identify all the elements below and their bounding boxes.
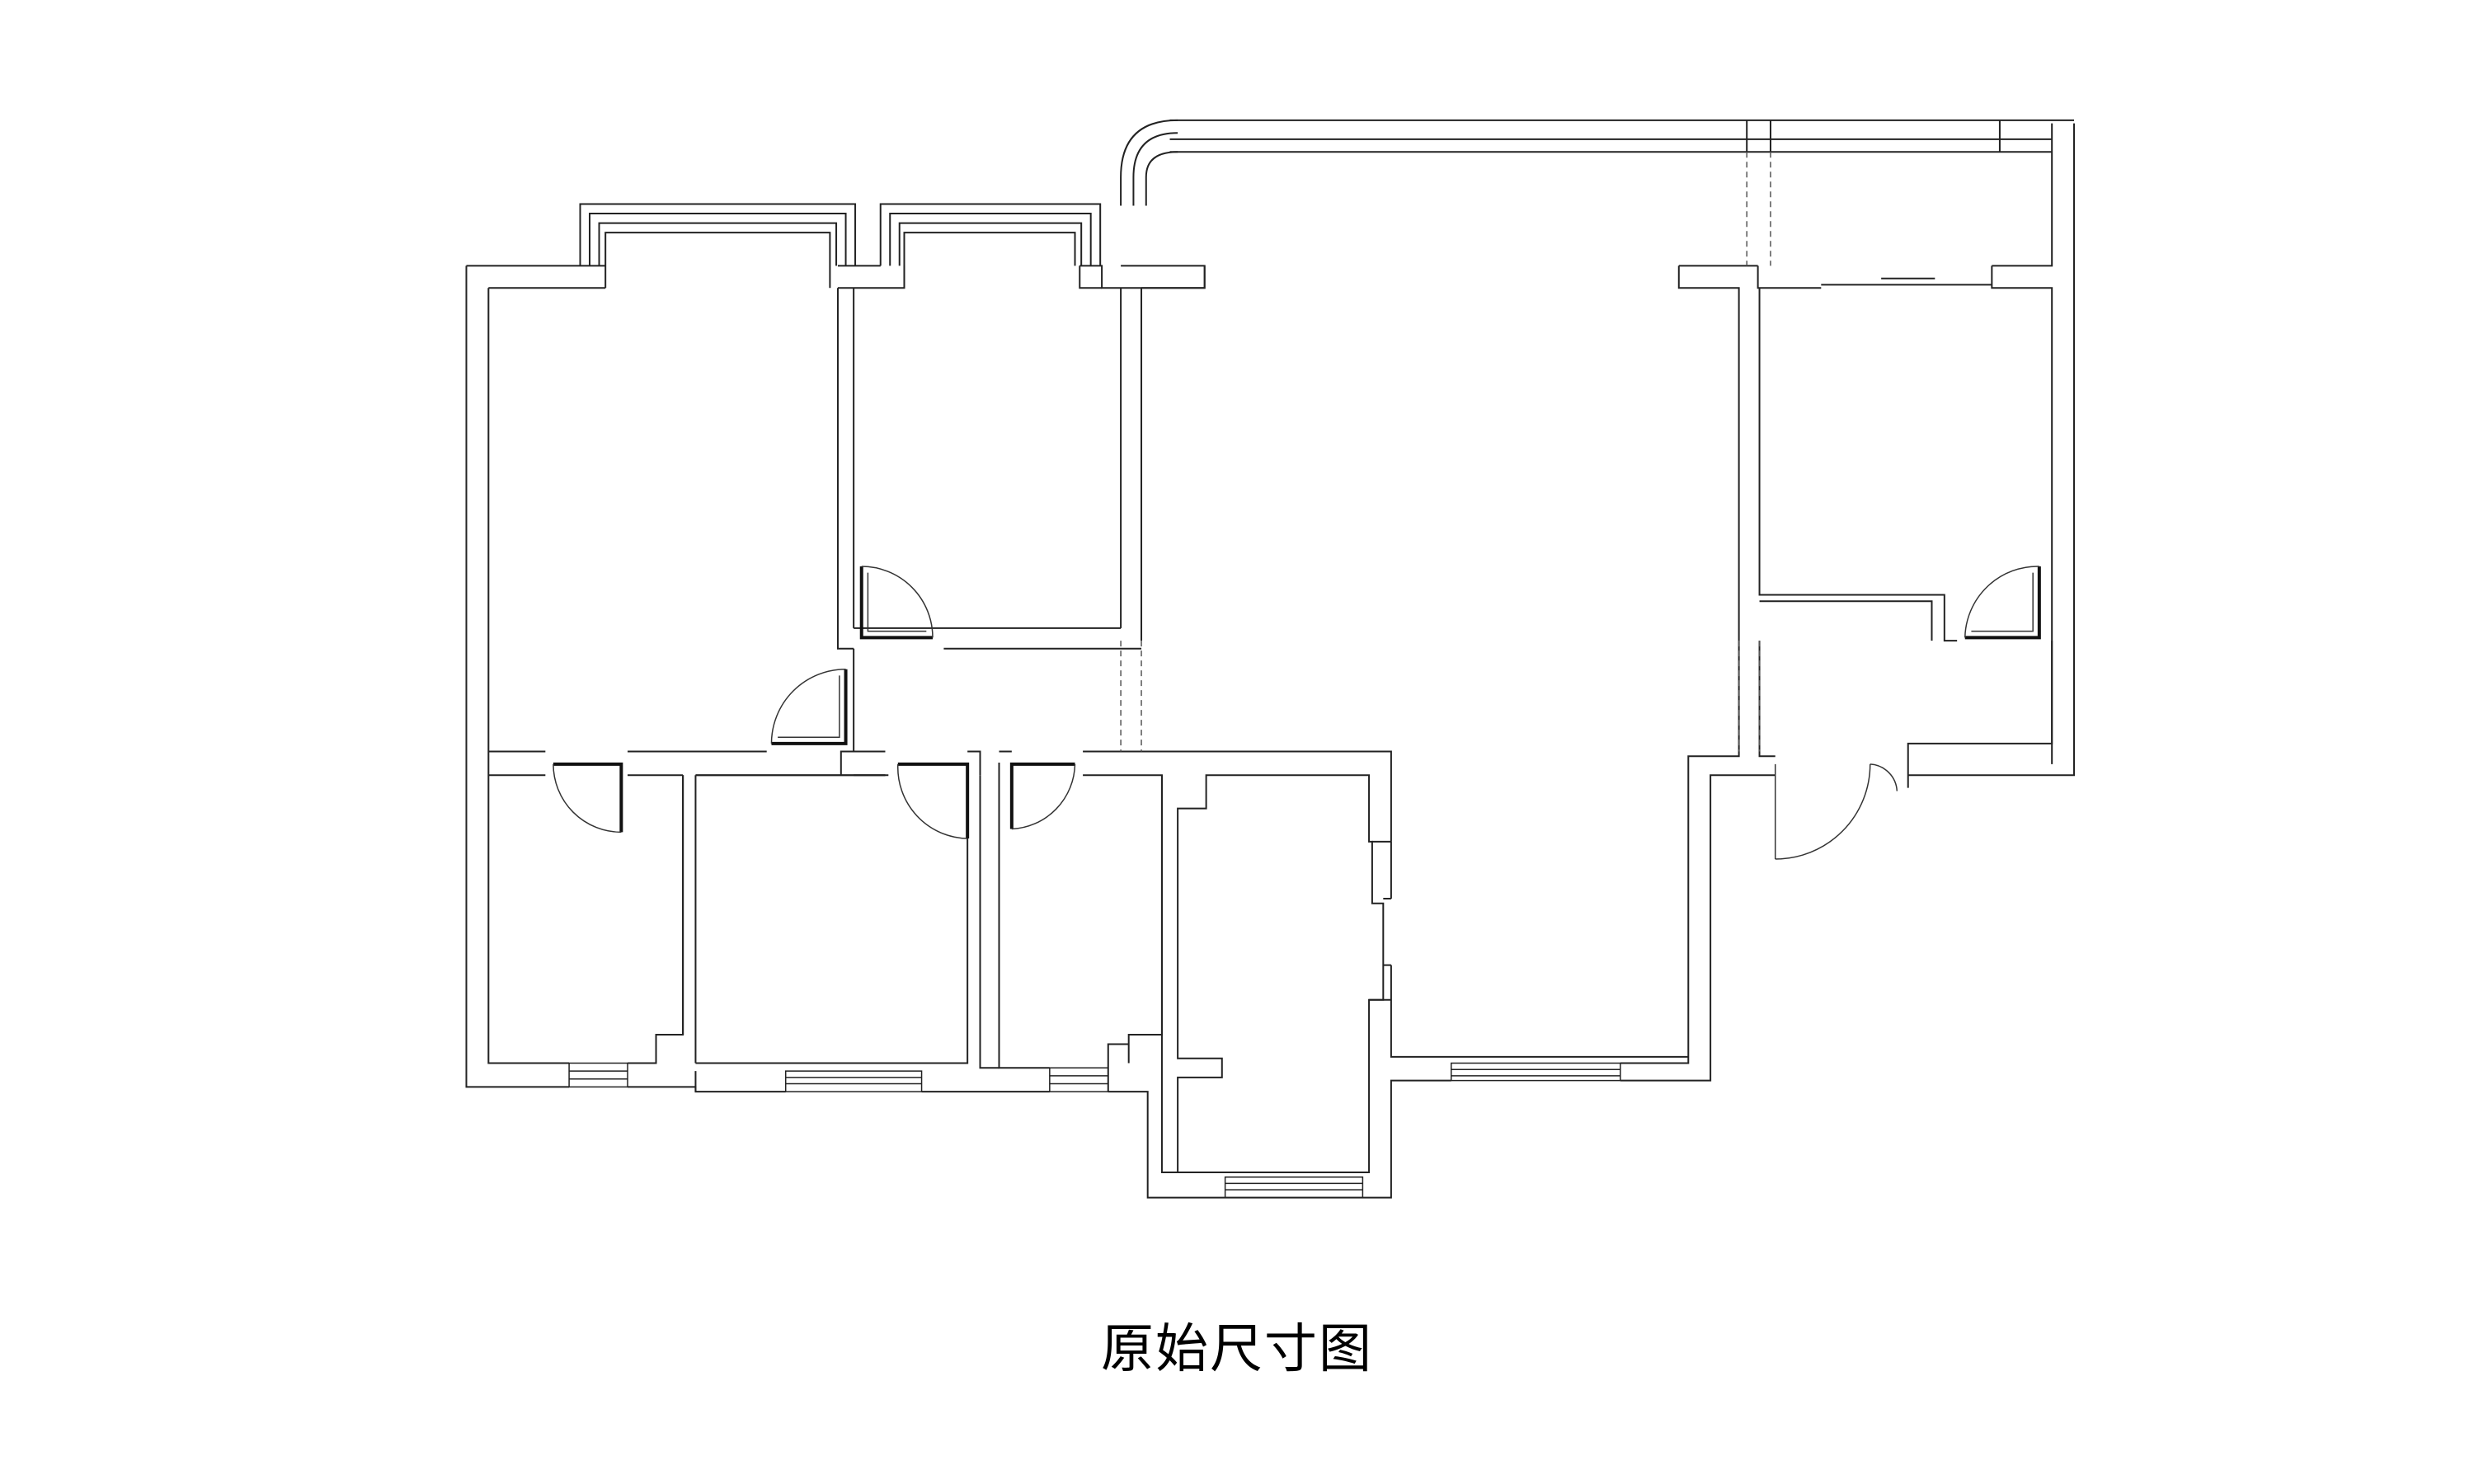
doors bbox=[553, 566, 2039, 859]
interior-walls bbox=[488, 288, 1688, 1172]
exterior-walls bbox=[466, 120, 2074, 1198]
drawing-title: 原始尺寸图 bbox=[1101, 1319, 1373, 1380]
windows bbox=[569, 1064, 1620, 1198]
open-boundaries bbox=[1121, 152, 1771, 751]
